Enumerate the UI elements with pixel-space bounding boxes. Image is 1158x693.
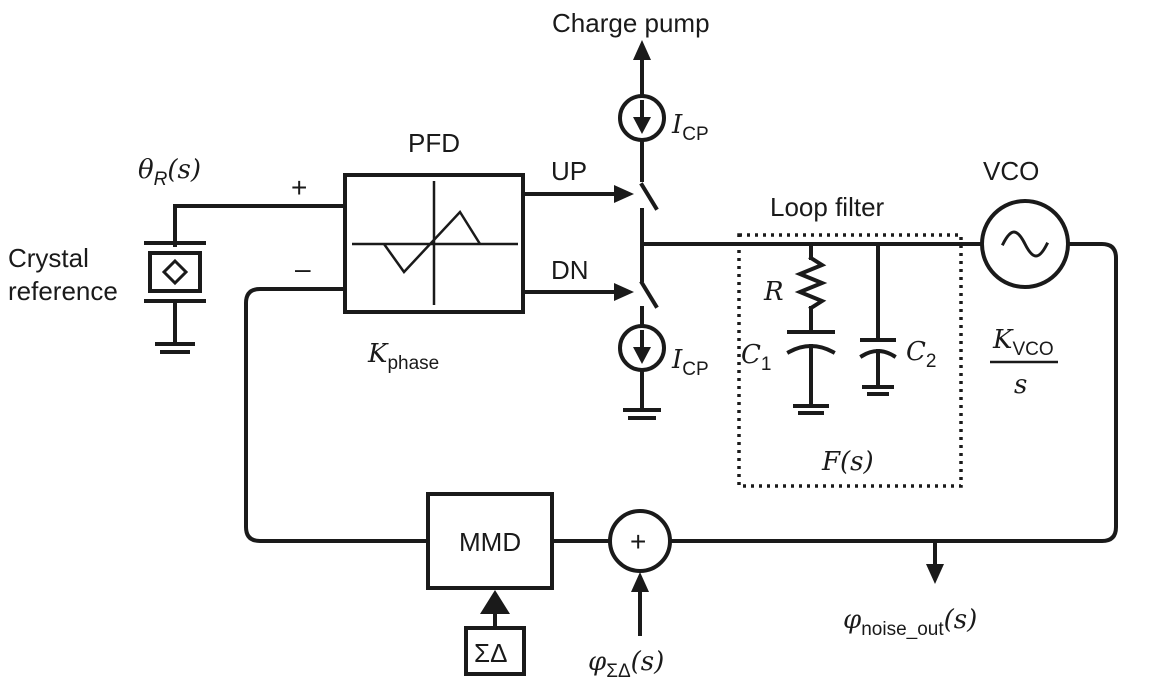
sigma-delta-label: ΣΔ [474,638,507,668]
k-vco-numerator: KVCO [992,325,1054,360]
current-source-top [618,94,666,142]
pfd-plus-sign: + [291,172,307,203]
charge-pump-up-arrowhead [633,40,651,60]
crystal-label-line2: reference [8,276,118,306]
phi-sigma-delta-label: φΣΔ(s) [588,647,664,682]
loop-filter-boundary [737,233,963,488]
up-switch [639,182,659,211]
summer-plus-sign: + [630,526,646,557]
pfd-characteristic-icon [352,181,518,305]
capacitor-c2 [859,242,897,396]
charge-pump-label: Charge pump [552,8,710,38]
crystal-reference [144,204,347,354]
r-label: R [763,277,784,307]
sigma-delta-block [464,626,526,676]
dn-label: DN [551,255,589,285]
icp-top-label: ICP [671,110,709,145]
dn-switch [639,280,659,309]
sigma-delta-control-arrowhead [480,590,510,614]
up-arrowhead [614,185,634,203]
filter-transfer-label: F(s) [821,447,874,477]
k-vco-denominator: s [1014,370,1027,400]
crystal-label-line1: Crystal [8,243,89,273]
loop-filter-label: Loop filter [770,192,885,222]
k-phase-label: Kphase [367,339,439,374]
noise-output-arrowhead [926,564,944,584]
c2-label: C2 [906,337,936,372]
up-label: UP [551,156,587,186]
resistor-r [794,242,828,332]
mmd-label: MMD [459,527,521,557]
pfd-label: PFD [408,128,460,158]
theta-r-label: θR(s) [138,155,201,190]
c1-label: C1 [741,340,771,375]
vco-label: VCO [983,156,1039,186]
current-source-bottom [618,324,666,372]
feedback-wire-right [670,242,1118,543]
icp-bottom-label: ICP [671,345,709,380]
dn-arrowhead [614,283,634,301]
capacitor-c1 [786,330,836,415]
sigma-delta-noise-arrowhead [631,572,649,592]
feedback-wire-left [244,287,430,543]
phi-noise-out-label: φnoise_out(s) [843,605,977,640]
vco-block [980,199,1070,289]
pfd-minus-sign: – [295,253,311,284]
